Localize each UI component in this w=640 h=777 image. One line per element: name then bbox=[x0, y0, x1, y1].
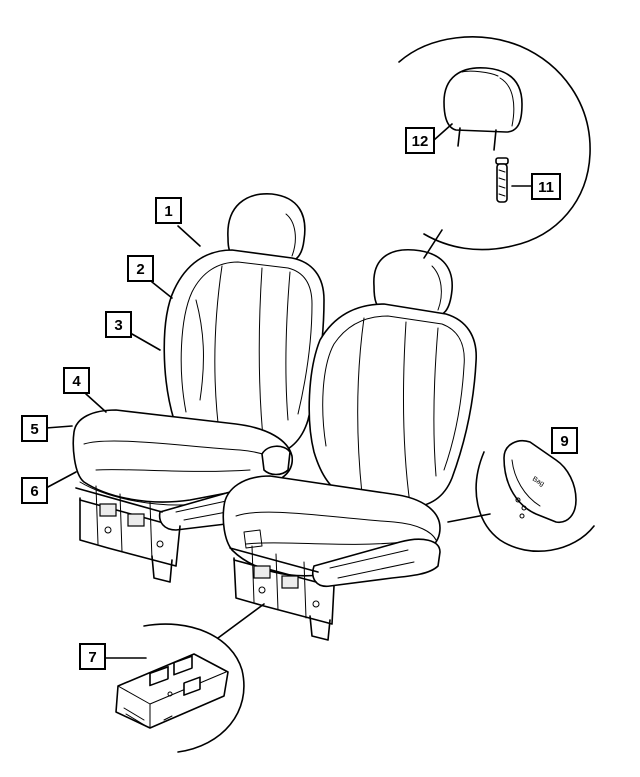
headrest-detail-leader bbox=[423, 229, 443, 259]
callout-12-label: 12 bbox=[412, 133, 429, 150]
headrest-post-left bbox=[457, 127, 461, 147]
callout-4-label: 4 bbox=[72, 373, 81, 390]
leader-5 bbox=[45, 425, 73, 429]
callout-4: 4 bbox=[63, 367, 90, 394]
headrest-post-right bbox=[493, 129, 497, 151]
right-seat bbox=[222, 248, 477, 641]
headrest-detail bbox=[398, 36, 591, 259]
leader-12 bbox=[433, 123, 453, 141]
callout-9-label: 9 bbox=[560, 433, 568, 450]
leader-6 bbox=[45, 471, 77, 489]
right-seat-side-shield bbox=[261, 445, 441, 588]
right-seat-backrest bbox=[308, 303, 477, 509]
callout-9: 9 bbox=[551, 427, 578, 454]
leader-3 bbox=[131, 333, 161, 351]
module-detail-leader bbox=[217, 603, 265, 639]
callout-3-label: 3 bbox=[114, 317, 122, 334]
callout-1-label: 1 bbox=[164, 203, 172, 220]
callout-11-label: 11 bbox=[538, 179, 554, 196]
leader-4 bbox=[85, 393, 107, 413]
left-seat-track bbox=[75, 485, 181, 583]
leader-2 bbox=[151, 281, 173, 299]
headrest-pad bbox=[443, 67, 523, 133]
airbag-detail-boundary bbox=[475, 451, 595, 552]
callout-leaders bbox=[45, 123, 533, 659]
callout-2-label: 2 bbox=[136, 261, 144, 278]
callout-5-label: 5 bbox=[30, 421, 38, 438]
callout-7: 7 bbox=[79, 643, 106, 670]
seat-control-module bbox=[115, 653, 229, 729]
module-detail bbox=[115, 603, 265, 753]
leader-1 bbox=[177, 225, 201, 247]
module-detail-boundary bbox=[143, 623, 245, 753]
airbag-detail: Bag bbox=[447, 440, 595, 552]
callout-3: 3 bbox=[105, 311, 132, 338]
callout-12: 12 bbox=[405, 127, 435, 154]
airbag-detail-leader bbox=[447, 513, 491, 523]
callout-6-label: 6 bbox=[30, 483, 38, 500]
callout-2: 2 bbox=[127, 255, 154, 282]
callout-5: 5 bbox=[21, 415, 48, 442]
side-airbag-module: Bag bbox=[503, 440, 577, 524]
right-seat-track bbox=[229, 529, 335, 641]
callout-6: 6 bbox=[21, 477, 48, 504]
callout-1: 1 bbox=[155, 197, 182, 224]
headrest-detail-boundary bbox=[398, 36, 591, 251]
headrest-guide-sleeve bbox=[495, 157, 509, 203]
callout-7-label: 7 bbox=[88, 649, 96, 666]
callout-11: 11 bbox=[531, 173, 561, 200]
